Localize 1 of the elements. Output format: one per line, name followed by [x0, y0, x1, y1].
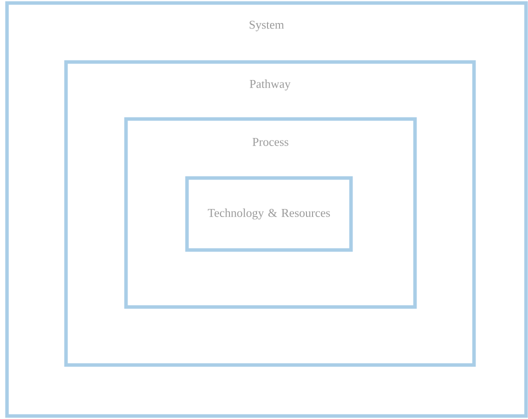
nested-box: Technology & Resources	[185, 176, 353, 252]
